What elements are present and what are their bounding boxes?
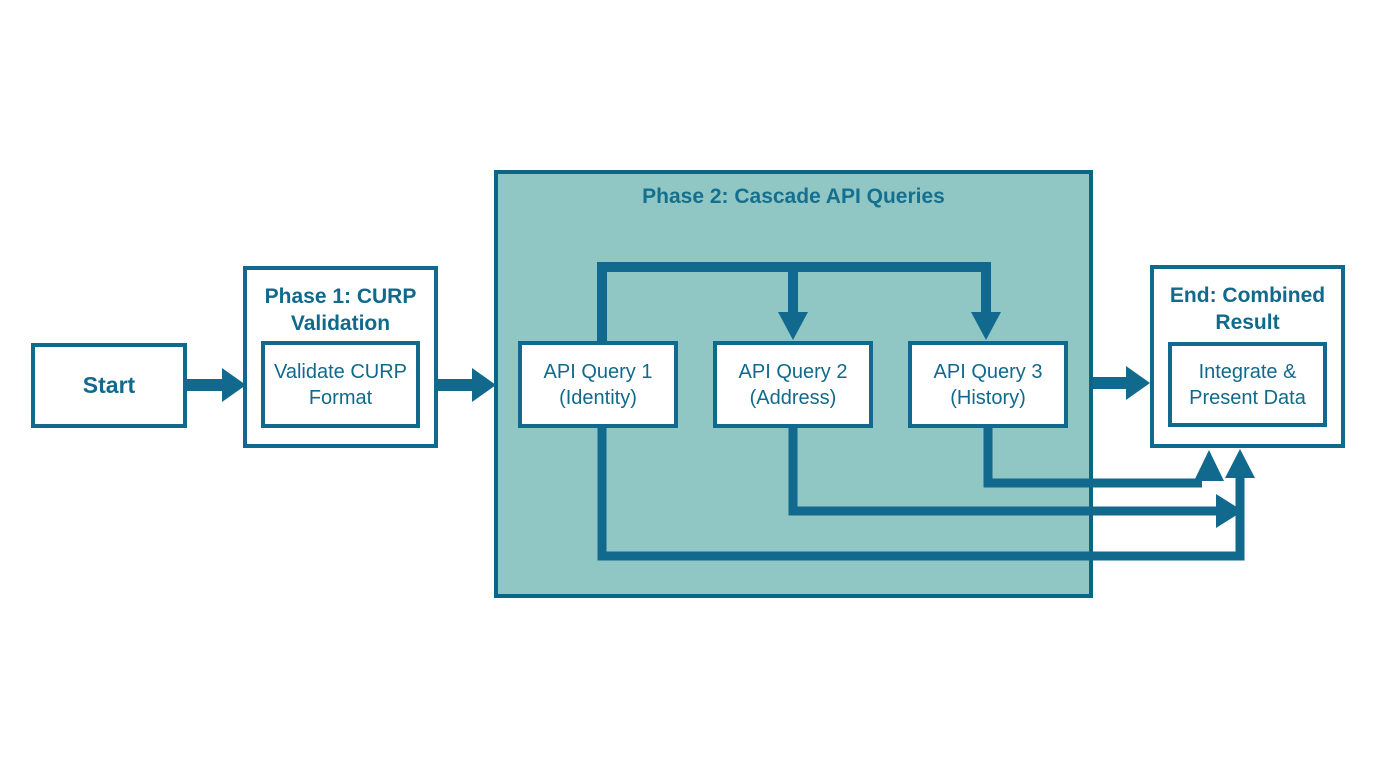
- integrate-present-label: Integrate & Present Data: [1189, 360, 1306, 409]
- arrowhead-start-to-phase1: [222, 368, 246, 402]
- loop-query1-to-end: [597, 428, 1245, 561]
- arrowhead-query2-to-end: [1216, 494, 1243, 528]
- api-query-3-node: API Query 3 (History): [908, 341, 1068, 428]
- end-title: End: Combined Result: [1169, 284, 1326, 334]
- loop-query3-to-end: [983, 428, 1202, 488]
- api-query-1-label: API Query 1 (Identity): [543, 360, 653, 409]
- validate-curp-label: Validate CURP Format: [273, 360, 408, 409]
- phase1-group: Phase 1: CURP Validation Validate CURP F…: [243, 266, 438, 448]
- arrowhead-into-query2: [778, 312, 808, 340]
- arrowhead-phase2-to-end: [1126, 366, 1150, 400]
- arrowhead-query1-to-end: [1225, 449, 1255, 478]
- validate-curp-node: Validate CURP Format: [261, 341, 420, 428]
- api-query-2-node: API Query 2 (Address): [713, 341, 873, 428]
- api-query-3-label: API Query 3 (History): [933, 360, 1043, 409]
- start-node: Start: [31, 343, 187, 428]
- integrate-present-node: Integrate & Present Data: [1168, 342, 1327, 427]
- api-query-1-node: API Query 1 (Identity): [518, 341, 678, 428]
- arrowhead-into-query3: [971, 312, 1001, 340]
- phase1-title: Phase 1: CURP Validation: [264, 285, 417, 335]
- arrowhead-query3-to-end: [1194, 450, 1224, 481]
- phase2-title: Phase 2: Cascade API Queries: [642, 185, 945, 208]
- loop-query2-to-end: [788, 428, 1218, 516]
- api-query-2-label: API Query 2 (Address): [738, 360, 848, 409]
- end-group: End: Combined Result Integrate & Present…: [1150, 265, 1345, 448]
- start-label: Start: [82, 371, 136, 398]
- arrowhead-phase1-to-phase2: [472, 368, 496, 402]
